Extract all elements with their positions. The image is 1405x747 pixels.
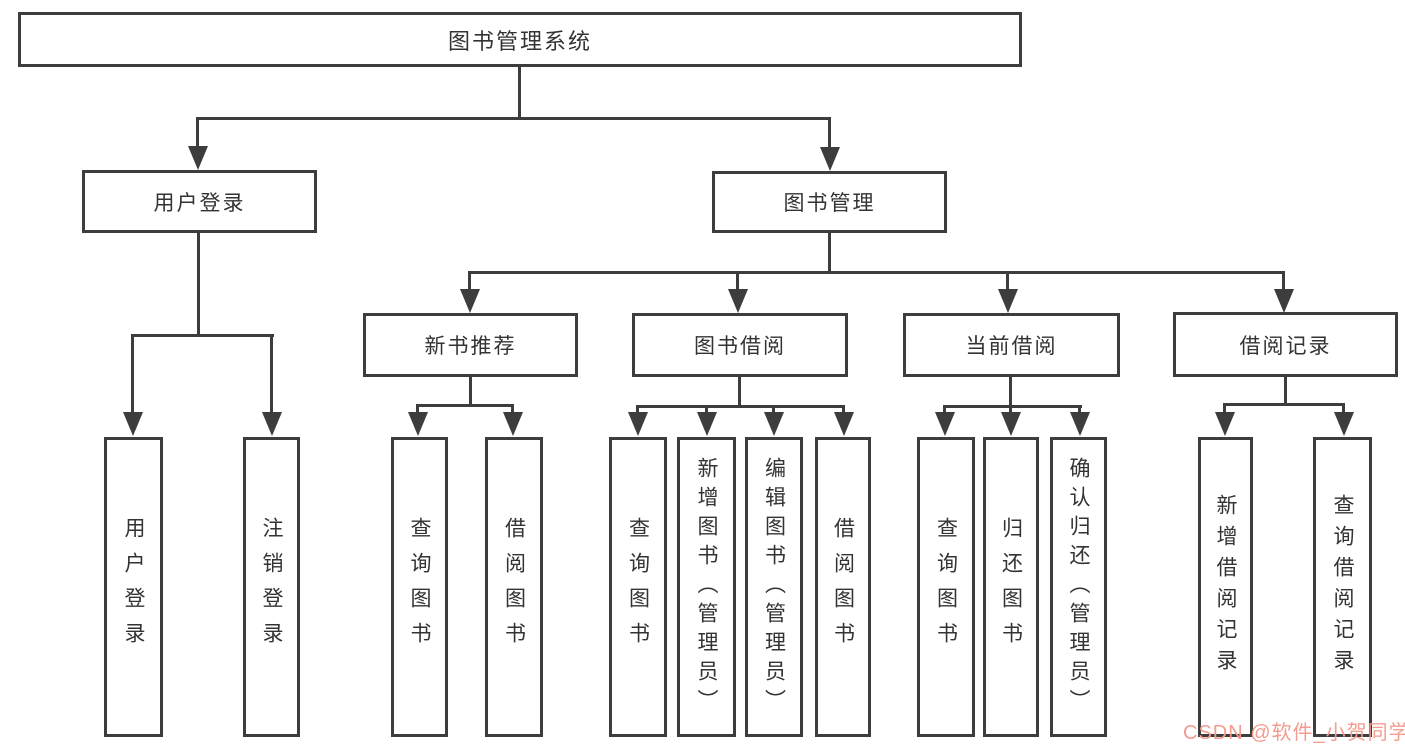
arrowhead-icon — [503, 412, 523, 436]
connector-line — [736, 271, 739, 291]
connector-line — [1009, 405, 1012, 415]
node-label: 用户登录 — [153, 191, 246, 215]
leaf-label: 借阅图书 — [831, 517, 855, 657]
connector-line — [1006, 271, 1009, 291]
leaf-label: 新增借阅记录 — [1214, 494, 1237, 680]
leaf-return-books: 归还图书 — [983, 437, 1039, 737]
arrowhead-icon — [728, 289, 748, 313]
arrowhead-icon — [123, 412, 143, 436]
leaf-add-borrow-record: 新增借阅记录 — [1198, 437, 1253, 737]
arrowhead-icon — [1001, 412, 1021, 436]
leaf-label: 编辑图书（管理员） — [762, 456, 786, 718]
leaf-borrow-books: 借阅图书 — [815, 437, 871, 737]
arrowhead-icon — [764, 412, 784, 436]
node-label: 图书借阅 — [694, 335, 786, 358]
arrowhead-icon — [834, 412, 854, 436]
leaf-label: 查询图书 — [408, 517, 431, 657]
connector-line — [511, 404, 514, 415]
node-label: 新书推荐 — [424, 335, 517, 358]
node-book-borrowing: 图书借阅 — [632, 313, 848, 377]
leaf-query-books-borrowing: 查询图书 — [609, 437, 667, 737]
node-label: 图书管理系统 — [447, 28, 592, 54]
leaf-label: 查询图书 — [626, 517, 650, 657]
connector-line — [828, 117, 831, 148]
leaf-add-books-admin: 新增图书（管理员） — [677, 437, 736, 737]
node-user-login: 用户登录 — [82, 170, 317, 233]
connector-line — [1078, 405, 1081, 415]
connector-line — [468, 271, 471, 291]
arrowhead-icon — [408, 412, 428, 436]
arrowhead-icon — [262, 412, 282, 436]
leaf-query-books-current: 查询图书 — [917, 437, 975, 737]
connector-line — [469, 271, 1285, 274]
connector-line — [636, 405, 845, 408]
connector-line — [518, 67, 521, 119]
connector-line — [636, 405, 639, 415]
arrowhead-icon — [697, 412, 717, 436]
connector-line — [1009, 377, 1012, 407]
leaf-label: 用户登录 — [122, 517, 145, 657]
node-book-management: 图书管理 — [712, 171, 947, 233]
leaf-confirm-return-admin: 确认归还（管理员） — [1050, 437, 1107, 737]
leaf-label: 查询图书 — [934, 517, 958, 657]
leaf-query-borrow-record: 查询借阅记录 — [1313, 437, 1372, 737]
connector-line — [738, 377, 741, 407]
connector-line — [131, 334, 134, 415]
leaf-label: 确认归还（管理员） — [1067, 456, 1090, 718]
arrowhead-icon — [820, 147, 840, 171]
connector-line — [416, 404, 419, 415]
leaf-label: 归还图书 — [999, 517, 1023, 657]
node-current-borrowing: 当前借阅 — [903, 313, 1120, 377]
node-label: 当前借阅 — [965, 335, 1058, 358]
node-new-book-recommend: 新书推荐 — [363, 313, 578, 377]
connector-line — [842, 405, 845, 415]
connector-line — [416, 404, 514, 407]
leaf-query-books-recommend: 查询图书 — [391, 437, 448, 737]
arrowhead-icon — [628, 412, 648, 436]
arrowhead-icon — [460, 289, 480, 313]
connector-line — [943, 405, 946, 415]
connector-line — [196, 117, 199, 148]
arrowhead-icon — [1274, 289, 1294, 313]
arrowhead-icon — [998, 289, 1018, 313]
arrowhead-icon — [1070, 412, 1090, 436]
connector-line — [1284, 377, 1287, 405]
arrowhead-icon — [188, 146, 208, 170]
leaf-user-login: 用户登录 — [104, 437, 163, 737]
connector-line — [1223, 403, 1345, 406]
node-library-management-system: 图书管理系统 — [18, 12, 1022, 67]
connector-line — [469, 377, 472, 406]
connector-line — [828, 233, 831, 274]
node-label: 借阅记录 — [1239, 334, 1332, 358]
leaf-borrow-books-recommend: 借阅图书 — [485, 437, 543, 737]
connector-line — [132, 334, 274, 337]
leaf-logout: 注销登录 — [243, 437, 300, 737]
connector-line — [1342, 403, 1345, 415]
leaf-label: 新增图书（管理员） — [695, 456, 718, 718]
connector-line — [197, 117, 831, 120]
leaf-label: 借阅图书 — [502, 517, 526, 657]
connector-line — [943, 405, 1082, 408]
connector-line — [1282, 271, 1285, 291]
leaf-label: 注销登录 — [260, 517, 283, 657]
leaf-label: 查询借阅记录 — [1331, 494, 1354, 680]
connector-line — [197, 233, 200, 336]
arrowhead-icon — [1334, 412, 1354, 436]
arrowhead-icon — [1215, 412, 1235, 436]
connector-line — [772, 405, 775, 415]
arrowhead-icon — [935, 412, 955, 436]
node-borrow-records: 借阅记录 — [1173, 312, 1398, 377]
csdn-watermark: CSDN @软件_小贺同学 — [1183, 722, 1405, 744]
node-label: 图书管理 — [783, 192, 876, 215]
leaf-edit-books-admin: 编辑图书（管理员） — [745, 437, 803, 737]
connector-line — [705, 405, 708, 415]
connector-line — [270, 334, 273, 415]
connector-line — [1223, 403, 1226, 415]
